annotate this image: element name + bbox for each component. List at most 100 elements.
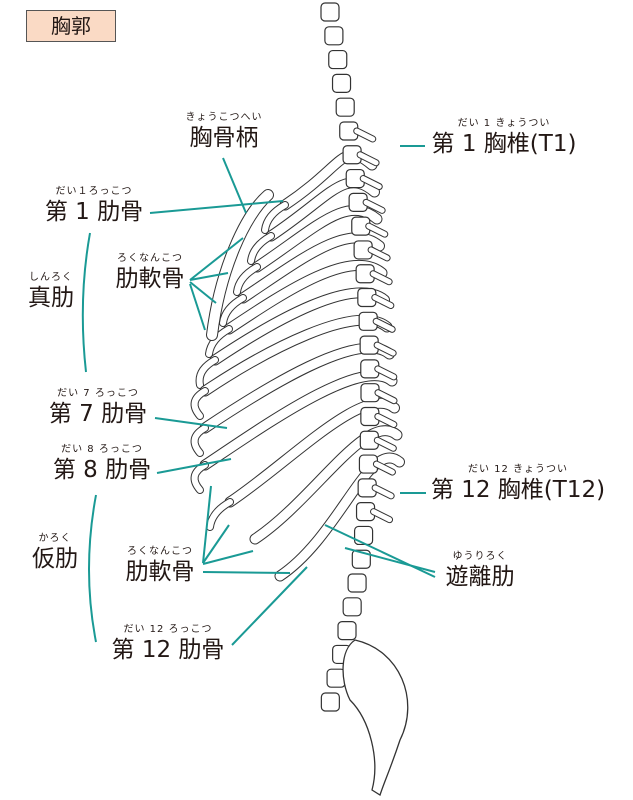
leader-rib1 [149,200,284,214]
label-floating-ribs: ゆうりろく 遊離肋 [438,551,522,591]
label-costal-cartilage-lower: ろくなんこつ 肋軟骨 [118,546,202,586]
vertebra [331,73,352,93]
label-true-ribs: しんろく 真肋 [20,272,82,312]
bracket-true-ribs [81,232,91,373]
ruby: だい１ろっこつ [55,186,133,197]
label-t1: だい 1 きょうつい 第 1 胸椎(T1) [424,118,584,158]
leader-rib8 [156,458,232,474]
costal-cartilage-fill [191,388,208,419]
vertebra [342,597,362,617]
rib-fill [250,426,402,544]
spinous-process-fill [372,295,394,309]
leader-rib12 [231,566,308,646]
spinous-process-fill [366,223,388,237]
vertebra [320,692,340,712]
bracket-false-ribs [88,494,97,643]
leader-floating-1 [324,524,436,578]
spinous-process-fill [375,413,397,427]
vertebra [337,621,357,641]
label-text: 第 12 胸椎(T12) [430,477,606,503]
costal-cartilage-fill [248,233,274,264]
label-text: 仮肋 [32,546,78,572]
vertebra [326,668,346,688]
leader-cartilage-8 [202,571,291,574]
ruby: だい 8 ろっこつ [61,444,143,455]
rib-fill [275,453,404,581]
costal-cartilage-fill [207,499,233,530]
rib-fill [252,205,382,272]
label-rib12: だい 12 ろっこつ 第 12 肋骨 [104,624,232,664]
leader-cartilage-6 [202,524,230,564]
label-false-ribs: かろく 仮肋 [24,533,86,573]
spinous-process-fill [370,271,392,285]
page-title: 胸郭 [26,10,116,42]
leader-cartilage-5 [202,485,212,564]
spinous-process-fill [357,152,379,166]
ruby: ろくなんこつ [127,546,193,557]
label-t12: だい 12 きょうつい 第 12 胸椎(T12) [424,464,612,504]
ruby: だい 7 ろっこつ [57,388,139,399]
leader-cartilage-1 [189,237,244,281]
label-text: 第 1 胸椎(T1) [431,131,577,157]
spinous-process-fill [372,485,394,499]
leader-rib7 [154,417,228,429]
ruby: だい 12 ろっこつ [123,624,213,635]
skeleton-drawing [190,2,409,796]
label-rib1: だい１ろっこつ 第 1 肋骨 [38,186,150,226]
spinous-process-fill [363,199,385,213]
ruby: ゆうりろく [452,551,508,562]
vertebra [353,525,374,546]
costal-cartilage-fill [196,357,218,388]
costal-cartilage-fill [206,326,232,357]
leader-cartilage-7 [202,550,254,565]
label-text: 真肋 [28,285,74,311]
ruby: だい 1 きょうつい [457,118,551,129]
spinous-process-fill [371,509,393,523]
costal-cartilage-fill [191,425,208,456]
ruby: かろく [38,533,72,544]
label-text: 第 7 肋骨 [48,401,148,427]
spinous-process-fill [354,128,376,142]
vertebra [351,549,371,569]
sacrum [342,639,409,796]
spinous-process-fill [374,342,396,356]
spinous-process-fill [375,366,397,380]
label-text: 肋軟骨 [115,266,185,292]
ruby: だい 12 きょうつい [467,464,569,475]
spinous-process-fill [360,176,382,190]
label-text: 肋軟骨 [125,559,195,585]
label-rib7: だい 7 ろっこつ 第 7 肋骨 [42,388,154,428]
leader-cartilage-3 [189,281,217,304]
label-costal-cartilage-upper: ろくなんこつ 肋軟骨 [108,253,192,293]
label-text: 遊離肋 [445,564,515,590]
costal-cartilage-fill [191,462,208,493]
ruby: きょうこつへい [185,112,263,123]
leader-cartilage-2 [189,272,229,281]
spinous-process-fill [368,247,390,261]
label-text: 第 12 肋骨 [111,637,225,663]
vertebra [347,573,367,593]
spinous-process-fill [373,461,395,475]
ruby: しんろく [29,272,73,283]
label-manubrium: きょうこつへい 胸骨柄 [178,112,270,152]
label-text: 第 8 肋骨 [52,457,152,483]
label-text: 第 1 肋骨 [44,199,144,225]
label-rib8: だい 8 ろっこつ 第 8 肋骨 [46,444,158,484]
spinous-process-fill [375,390,397,404]
rib-fill [266,178,379,241]
leader-cartilage-4 [189,283,206,331]
vertebra [320,2,340,22]
spinous-process-fill [373,318,395,332]
rib-fill [238,233,384,303]
costal-cartilage-fill [262,202,288,233]
costal-cartilage-fill [234,264,260,295]
ruby: ろくなんこつ [117,253,183,264]
vertebra [324,26,344,46]
leader-floating-2 [344,547,436,573]
rib-fill [225,398,399,507]
leader-lines [81,145,436,646]
costal-cartilage-fill [220,295,246,326]
vertebra [335,97,355,117]
vertebra [328,49,348,70]
